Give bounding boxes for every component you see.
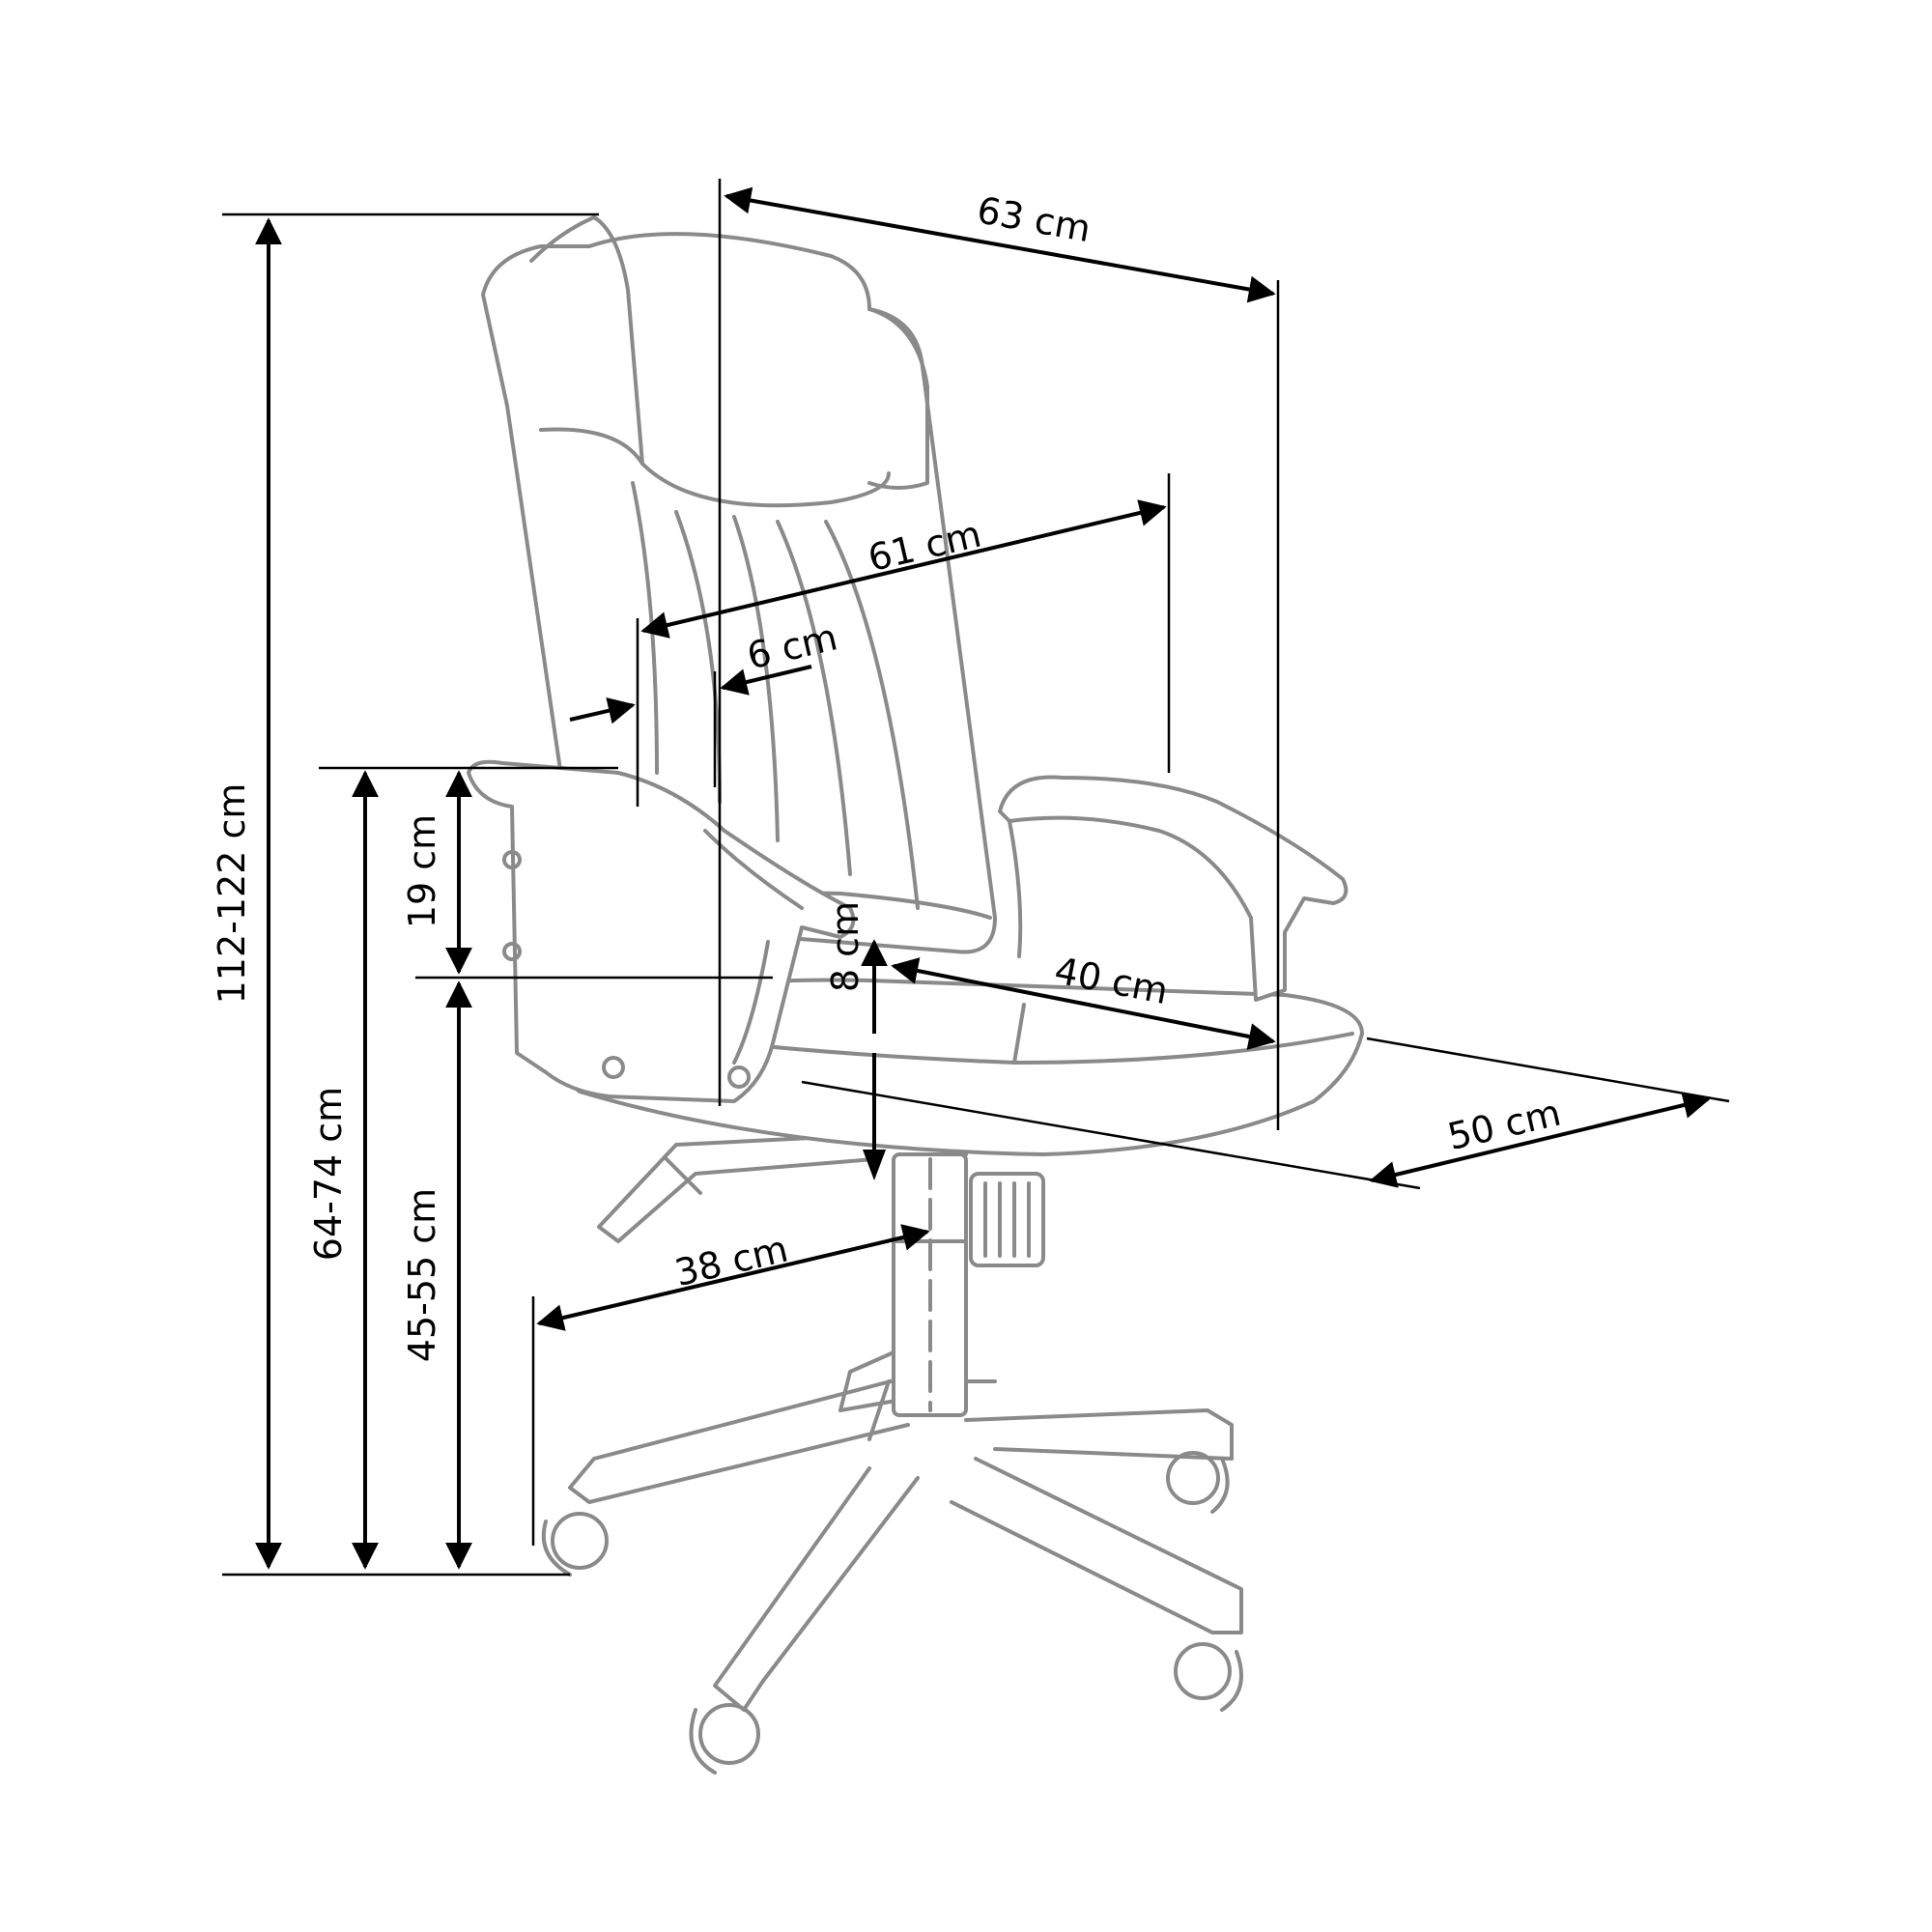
label-seat-thickness: 8 cm <box>824 901 867 992</box>
label-overall-width: 63 cm <box>974 188 1094 250</box>
label-armrest-height: 64-74 cm <box>307 1087 350 1261</box>
dimension-lines <box>222 179 1730 1577</box>
chair-drawing <box>467 215 1364 1775</box>
chair-casters <box>541 1451 1243 1775</box>
dimension-labels: 112-122 cm 64-74 cm 45-55 cm 19 cm 8 cm … <box>211 188 1565 1362</box>
chair-armrest-left <box>467 759 856 1103</box>
label-base-radius: 38 cm <box>670 1228 791 1294</box>
chair-gas-cylinder <box>892 1152 1045 1417</box>
label-seat-height: 45-55 cm <box>401 1188 443 1362</box>
chair-armrest-right <box>998 775 1349 1002</box>
label-total-height: 112-122 cm <box>211 783 253 1005</box>
label-armrest-above-seat: 19 cm <box>401 814 443 928</box>
